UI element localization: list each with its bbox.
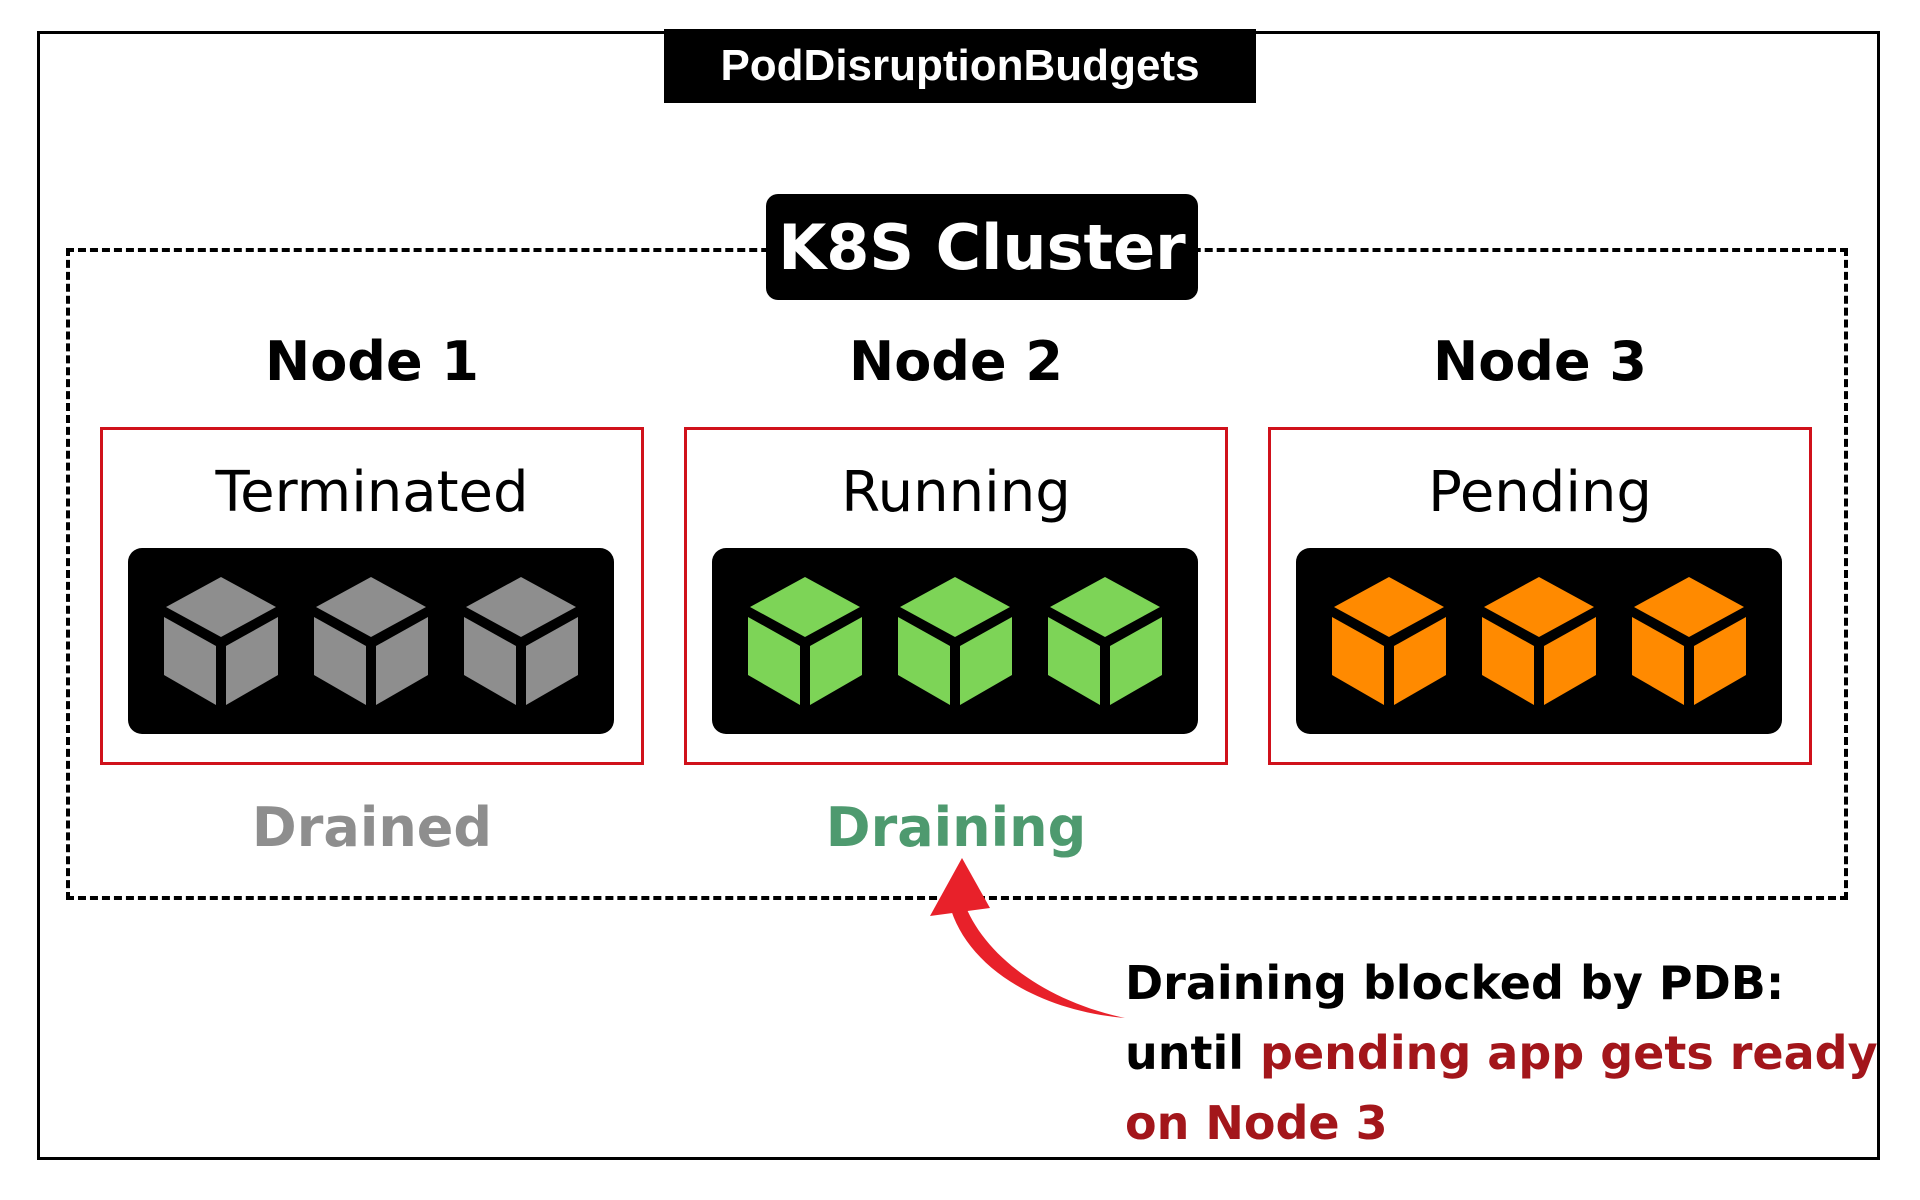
cube-face — [1394, 617, 1446, 705]
node-1-status: Terminated — [215, 460, 529, 525]
annotation-highlight-1: pending app gets ready — [1260, 1026, 1878, 1080]
cluster-label: K8S Cluster — [766, 194, 1198, 300]
cube-face — [1334, 577, 1444, 637]
pod-cube-icon — [464, 577, 578, 705]
node-2-pods — [712, 548, 1198, 734]
node-3-status: Pending — [1428, 460, 1652, 525]
node-1-drain-label: Drained — [251, 796, 493, 859]
node-2-drain-label: Draining — [825, 796, 1087, 859]
cube-face — [226, 617, 278, 705]
node-1-box: Terminated — [100, 427, 644, 765]
cube-face — [900, 577, 1010, 637]
cube-face — [314, 617, 366, 705]
cube-face — [1110, 617, 1162, 705]
node-2-box: Running — [684, 427, 1228, 765]
pod-cube-icon — [1632, 577, 1746, 705]
cube-face — [1482, 617, 1534, 705]
cube-face — [466, 577, 576, 637]
node-1-title: Node 1 — [265, 330, 479, 393]
cube-face — [166, 577, 276, 637]
arrow-head — [930, 858, 990, 916]
pod-cube-icon — [1048, 577, 1162, 705]
pdb-annotation: Draining blocked by PDB: until pending a… — [1125, 948, 1885, 1158]
cube-face — [526, 617, 578, 705]
cube-face — [898, 617, 950, 705]
curved-arrow-icon — [930, 858, 1125, 1018]
pod-cube-icon — [898, 577, 1012, 705]
cube-face — [464, 617, 516, 705]
cube-face — [960, 617, 1012, 705]
cube-face — [810, 617, 862, 705]
diagram-title: PodDisruptionBudgets — [664, 29, 1256, 103]
annotation-line-2: until pending app gets ready — [1125, 1018, 1885, 1088]
node-3-box: Pending — [1268, 427, 1812, 765]
node-3-title: Node 3 — [1433, 330, 1647, 393]
cube-face — [1484, 577, 1594, 637]
arrow-shaft — [948, 896, 1125, 1018]
pod-cube-icon — [164, 577, 278, 705]
pod-cube-icon — [1332, 577, 1446, 705]
pod-cube-icon — [1482, 577, 1596, 705]
cube-face — [748, 617, 800, 705]
cube-face — [1050, 577, 1160, 637]
node-3-pods — [1296, 548, 1782, 734]
node-2-title: Node 2 — [849, 330, 1063, 393]
cube-face — [1048, 617, 1100, 705]
cube-face — [1544, 617, 1596, 705]
cube-face — [1332, 617, 1384, 705]
cube-face — [164, 617, 216, 705]
cube-face — [1694, 617, 1746, 705]
pod-cube-icon — [748, 577, 862, 705]
cube-face — [1634, 577, 1744, 637]
cube-face — [316, 577, 426, 637]
cube-face — [1632, 617, 1684, 705]
pod-cube-icon — [314, 577, 428, 705]
node-1-pods — [128, 548, 614, 734]
annotation-line-1: Draining blocked by PDB: — [1125, 956, 1785, 1010]
cube-face — [750, 577, 860, 637]
annotation-line-3: on Node 3 — [1125, 1096, 1388, 1150]
annotation-until: until — [1125, 1026, 1261, 1080]
node-2-status: Running — [841, 460, 1071, 525]
cube-face — [376, 617, 428, 705]
